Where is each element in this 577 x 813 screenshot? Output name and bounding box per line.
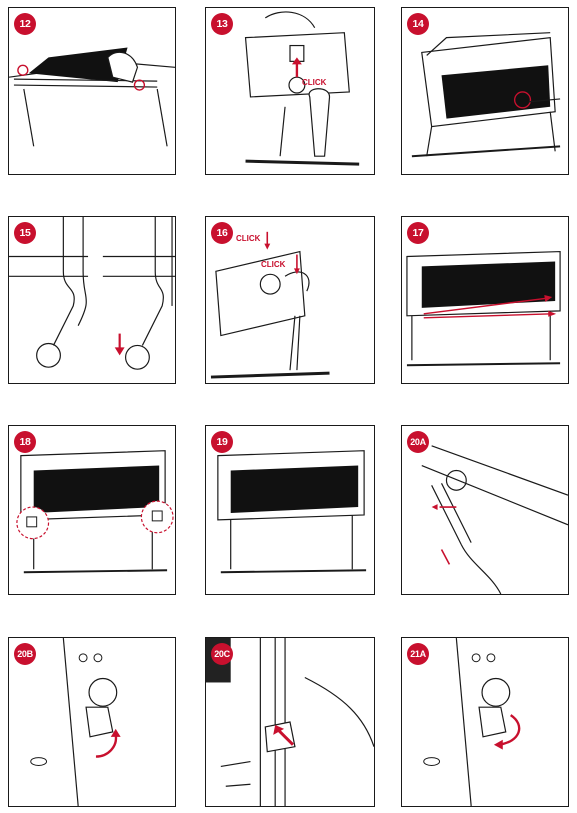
step-illustration-18 <box>16 450 174 574</box>
step-panel-19: 19 <box>205 425 375 595</box>
step-badge-18: 18 <box>14 431 36 453</box>
click-label-13: CLICK <box>302 78 327 87</box>
step-panel-12: 12 <box>8 7 176 175</box>
step-badge-19: 19 <box>211 431 233 453</box>
step-panel-18: 18 <box>8 425 176 595</box>
step-panel-20A: 20A <box>401 425 569 595</box>
click-label-16a: CLICK <box>236 234 261 243</box>
step-badge-20B: 20B <box>14 643 36 665</box>
step-illustration-13 <box>244 11 360 166</box>
step-badge-20A: 20A <box>407 431 429 453</box>
step-badge-20C: 20C <box>211 643 233 665</box>
step-badge-15: 15 <box>14 222 36 244</box>
step-illustration-12 <box>9 47 175 147</box>
step-illustration-20C <box>206 638 374 806</box>
step-illustration-20B <box>30 638 121 806</box>
step-badge-13: 13 <box>211 13 233 35</box>
click-label-16b: CLICK <box>261 260 286 269</box>
step-badge-14: 14 <box>407 13 429 35</box>
step-illustration-14 <box>411 32 561 158</box>
step-panel-17: 17 <box>401 216 569 384</box>
step-panel-15: 15 <box>8 216 176 384</box>
step-badge-17: 17 <box>407 222 429 244</box>
step-badge-21A: 21A <box>407 643 429 665</box>
step-illustration-17 <box>406 250 561 367</box>
step-panel-16: 16 CLICK CLICK <box>205 216 375 384</box>
step-illustration-21A <box>423 638 521 806</box>
step-illustration-15 <box>9 217 175 370</box>
step-illustration-19 <box>217 450 367 574</box>
step-panel-14: 14 <box>401 7 569 175</box>
step-panel-21A: 21A <box>401 637 569 807</box>
step-illustration-20A <box>421 445 568 594</box>
step-badge-12: 12 <box>14 13 36 35</box>
step-badge-16: 16 <box>211 222 233 244</box>
step-panel-20B: 20B <box>8 637 176 807</box>
step-panel-20C: 20C <box>205 637 375 807</box>
step-panel-13: 13 CLICK <box>205 7 375 175</box>
step-illustration-16 <box>210 231 330 379</box>
